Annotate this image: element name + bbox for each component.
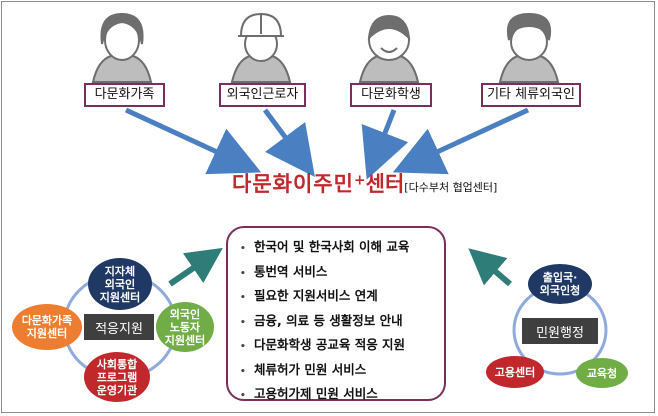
service-item: •고용허가제 민원 서비스 <box>240 386 378 401</box>
center-title-main: 다문화이주민 <box>232 172 354 196</box>
group-label-worker: 외국인근로자 <box>219 83 306 107</box>
arrow-from-student <box>361 109 409 180</box>
arrow-from-family <box>124 107 262 175</box>
service-item: •체류허가 민원 서비스 <box>240 361 367 377</box>
group-to-center-arrows <box>124 107 530 180</box>
node-education-office: 교육청 <box>576 358 628 388</box>
services-list: •한국어 및 한국사회 이해 교육 •통번역 서비스 •필요한 지원서비스 연계… <box>240 236 444 408</box>
node-employment-center: 고용센터 <box>486 356 544 388</box>
right-cluster-arrow <box>468 248 512 287</box>
services-box: •한국어 및 한국사회 이해 교육 •통번역 서비스 •필요한 지원서비스 연계… <box>226 226 446 401</box>
service-item: •금융, 의료 등 생활정보 안내 <box>240 312 403 328</box>
group-label-other: 기타 체류외국인 <box>481 83 581 107</box>
arrow-from-other <box>392 107 530 175</box>
arrow-from-worker <box>262 108 315 178</box>
curly-hair-person-icon <box>498 12 560 83</box>
node-family-center: 다문화가족 지원센터 <box>12 304 82 350</box>
group-label-student: 다문화학생 <box>350 83 432 107</box>
node-immigration-office: 출입국· 외국인청 <box>528 264 592 304</box>
left-cluster-center: 적응지원 <box>84 314 154 340</box>
hardhat-worker-icon <box>230 12 292 83</box>
center-title-sup: + <box>353 172 366 189</box>
service-item: •통번역 서비스 <box>240 263 328 279</box>
node-worker-center: 외국인 노동자 지원센터 <box>156 302 214 352</box>
student-child-icon <box>358 14 420 83</box>
service-item: •한국어 및 한국사회 이해 교육 <box>240 239 410 254</box>
node-local-gov-center: 지자체 외국인 지원센터 <box>88 258 152 310</box>
left-cluster-arrow <box>168 247 223 287</box>
group-label-family: 다문화가족 <box>84 83 165 107</box>
center-title: 다문화이주민+센터[다수부처 협업센터] <box>232 168 497 198</box>
service-item: •다문화학생 공교육 적응 지원 <box>240 337 406 352</box>
right-cluster-center: 민원행정 <box>522 318 598 344</box>
center-title-tail: 센터 <box>365 172 405 196</box>
center-subtitle: [다수부처 협업센터] <box>404 181 498 194</box>
woman-person-icon <box>91 12 153 83</box>
service-item: •필요한 지원서비스 연계 <box>240 288 378 303</box>
node-social-integration: 사회통합 프로그램 운영기관 <box>84 352 150 402</box>
